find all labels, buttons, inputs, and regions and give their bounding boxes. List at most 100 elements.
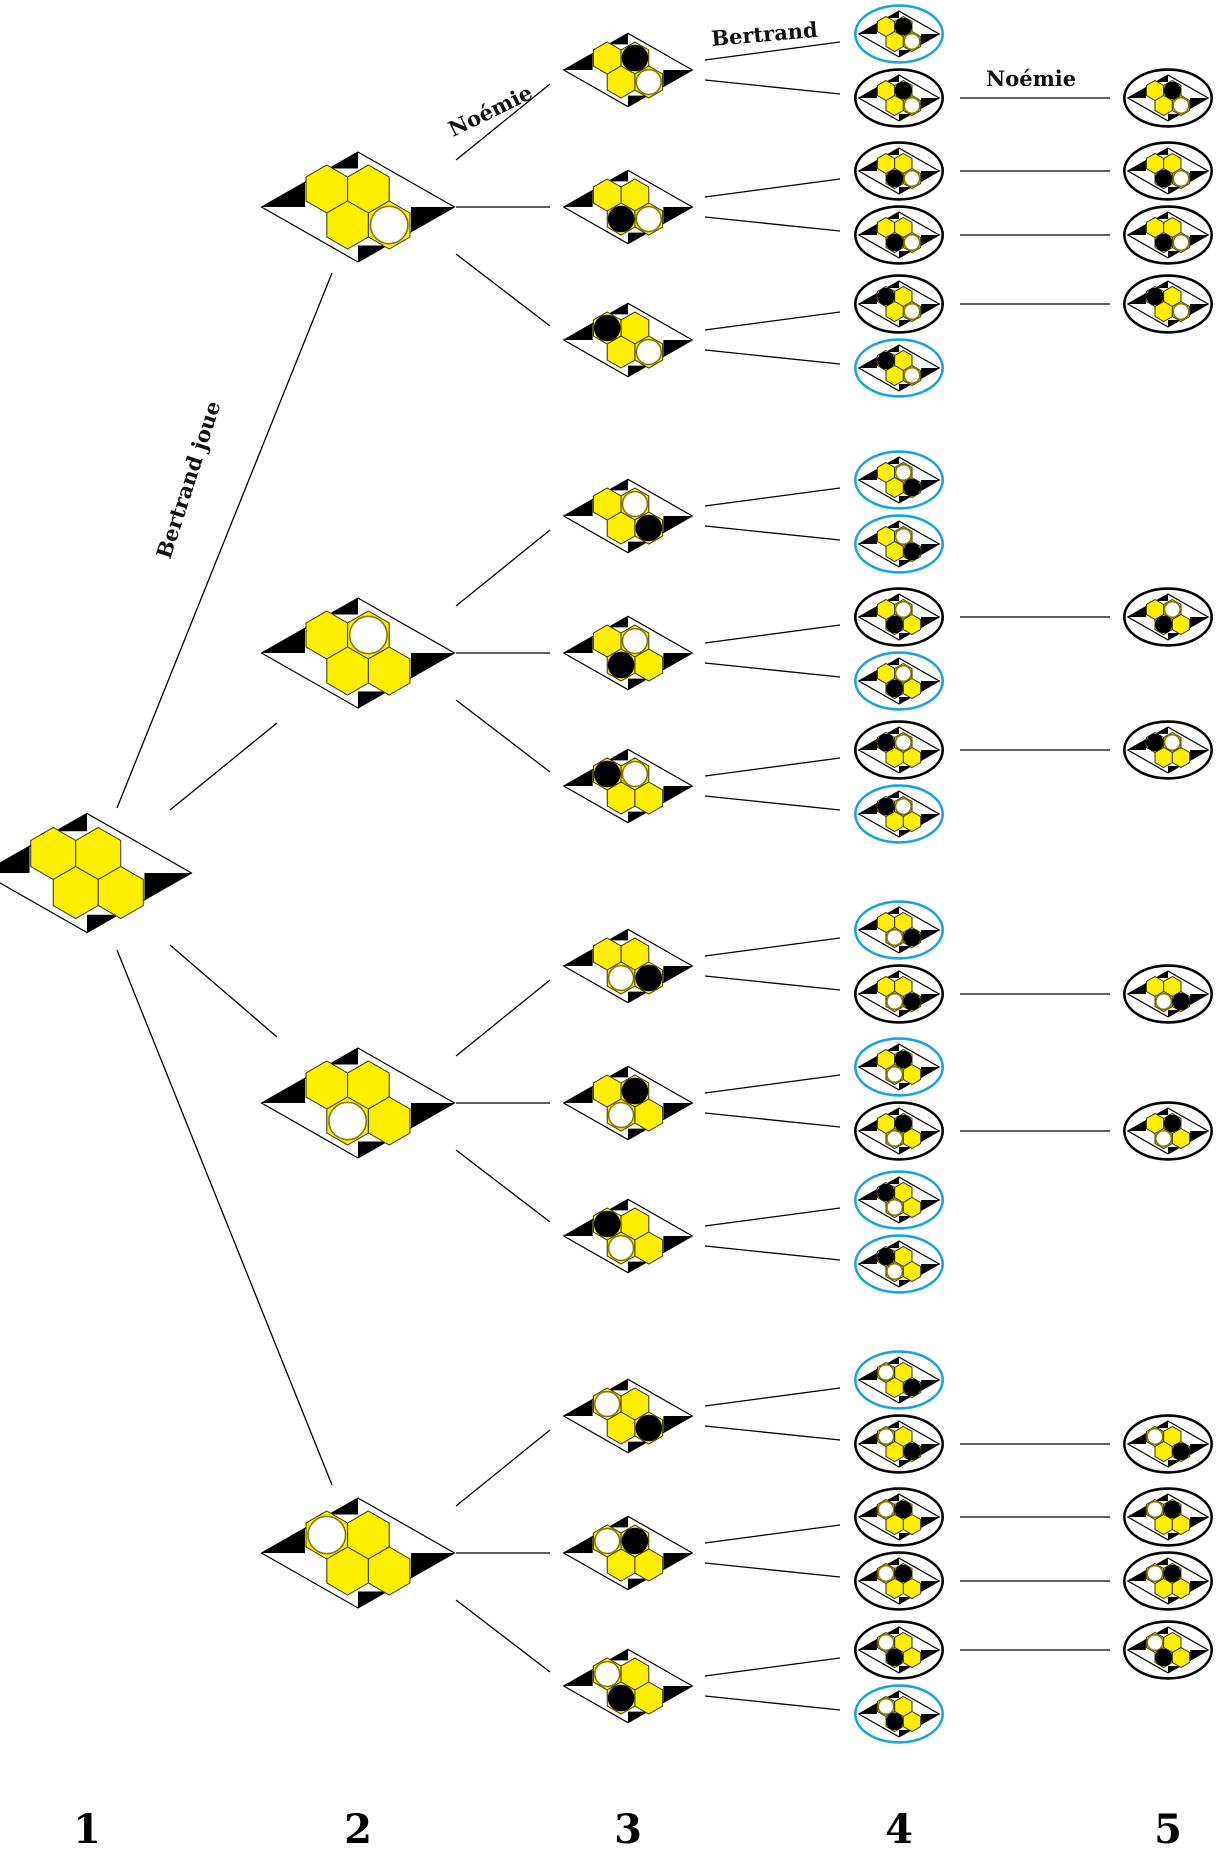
label-bertrand-joue: Bertrand joue [151,398,225,562]
board-level4 [854,450,944,510]
corner-triangle [921,1380,940,1391]
black-ring [1123,720,1213,780]
white-piece [635,205,663,233]
corner-triangle [563,323,593,340]
white-piece [307,1515,347,1555]
corner-triangle [1168,1010,1181,1017]
corner-triangle [1155,75,1168,82]
white-piece [1155,992,1173,1011]
board-level5 [1123,1101,1213,1161]
black-piece [903,928,921,947]
corner-triangle [899,1730,912,1737]
corner-triangle [663,653,693,670]
hex-cell-b [885,300,904,323]
board-level4 [854,68,944,128]
white-piece [894,463,912,482]
black-ring [854,1551,944,1611]
white-piece [877,1633,895,1652]
corner-triangle [921,1517,940,1528]
corner-triangle [858,1369,877,1380]
white-piece [593,1660,621,1688]
edge-l3-to-l4 [704,757,841,777]
black-piece [635,1414,663,1442]
hex-cell-r [902,1063,922,1086]
white-piece [1172,302,1190,321]
board-level4 [854,338,944,398]
corner-triangle [663,1686,693,1703]
hex-cell-b [1154,300,1173,323]
corner-triangle [628,1128,648,1140]
corner-triangle [899,1216,912,1223]
corner-triangle [1168,1666,1181,1673]
corner-triangle [858,1189,877,1200]
corner-triangle [329,152,358,169]
corner-triangle [663,1416,693,1433]
corner-triangle [628,1711,648,1723]
corner-triangle [358,1591,387,1608]
corner-triangle [899,384,912,391]
white-piece [635,68,663,96]
corner-triangle [886,345,899,352]
corner-triangle [1127,224,1146,235]
corner-triangle [411,653,455,678]
black-piece [593,760,621,788]
black-piece [607,205,635,233]
edge-l3-to-l4 [704,662,841,678]
corner-triangle [1155,212,1168,219]
corner-triangle [921,480,940,491]
corner-triangle [663,340,693,357]
corner-triangle [858,1120,877,1131]
corner-triangle [886,1241,899,1248]
hex-cell-b [1154,1440,1173,1463]
corner-triangle [921,617,940,628]
corner-triangle [663,70,693,87]
corner-triangle [563,769,593,786]
corner-triangle [899,1147,912,1154]
hex-cell-b [885,1440,904,1463]
board-level5 [1123,1620,1213,1680]
board-level3 [562,302,694,378]
white-piece [894,733,912,752]
corner-triangle [563,190,593,207]
corner-triangle [899,1280,912,1287]
corner-triangle [858,983,877,994]
corner-triangle [329,1498,358,1515]
corner-triangle [886,907,899,914]
corner-triangle [55,813,87,832]
corner-triangle [921,930,940,941]
corner-triangle [886,148,899,155]
black-piece [877,733,895,752]
hex-cell-b [1154,746,1173,769]
white-piece [348,615,388,655]
corner-triangle [899,320,912,327]
corner-triangle [1127,160,1146,171]
edge-l2-to-l3 [455,529,551,607]
corner-triangle [858,919,877,930]
board-level4 [854,1684,944,1744]
hex-cell-r [902,1710,922,1733]
white-piece [886,1129,904,1148]
corner-triangle [921,1444,940,1455]
corner-triangle [1168,766,1181,773]
white-piece [886,992,904,1011]
corner-triangle [608,749,628,761]
corner-triangle [1190,617,1209,628]
black-piece [894,1564,912,1583]
corner-triangle [921,544,940,555]
black-piece [607,651,635,679]
corner-triangle [1155,727,1168,734]
black-piece [886,169,904,188]
black-piece [903,992,921,1011]
black-piece [877,351,895,370]
hex-cell-r [634,1098,664,1132]
corner-triangle [411,1553,455,1578]
corner-triangle [921,1067,940,1078]
edge-l3-to-l4 [704,1657,841,1677]
corner-triangle [628,365,648,377]
corner-triangle [858,533,877,544]
black-ring [854,587,944,647]
board-level5 [1123,68,1213,128]
black-piece [1155,1648,1173,1667]
black-piece [903,542,921,561]
blue-ring [854,1350,944,1410]
